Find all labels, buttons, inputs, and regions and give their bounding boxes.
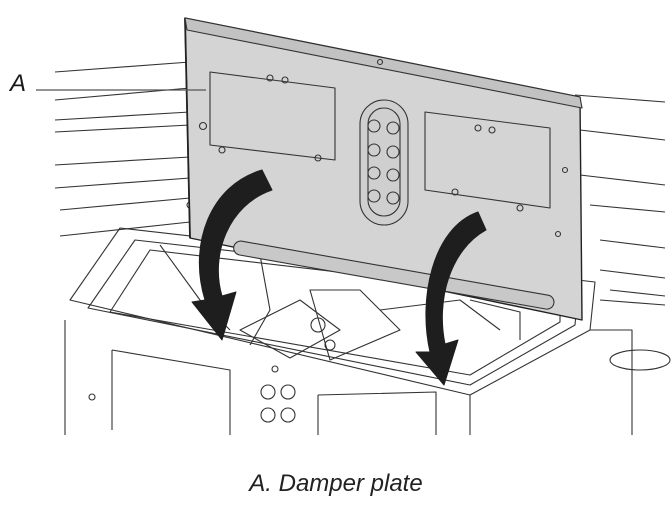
figure-caption: A. Damper plate bbox=[249, 470, 423, 497]
damper-plate bbox=[184, 17, 583, 321]
cooktop-surface bbox=[54, 61, 671, 371]
front-panel bbox=[64, 320, 633, 435]
callout-label-a: A bbox=[10, 70, 27, 97]
fold-down-arrows bbox=[191, 169, 487, 386]
